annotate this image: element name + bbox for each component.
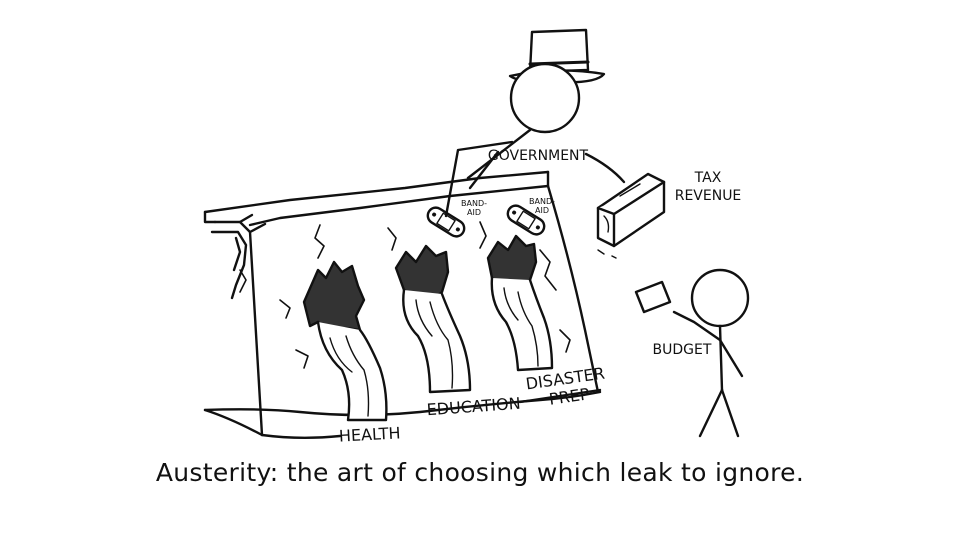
government-figure — [444, 28, 626, 218]
tax-revenue-box — [596, 172, 666, 259]
caption: Austerity: the art of choosing which lea… — [155, 458, 805, 487]
label-budget: BUDGET — [653, 342, 712, 358]
label-bandaid-1a: BAND- — [461, 199, 487, 208]
label-bandaid-2a: BAND- — [529, 197, 555, 206]
bandaid-2 — [506, 204, 546, 236]
label-tax-revenue-1: TAX — [694, 170, 722, 186]
ground-line — [203, 390, 602, 417]
label-tax-revenue-2: REVENUE — [675, 188, 742, 204]
label-bandaid-1b: AID — [467, 208, 481, 217]
dam-cracks — [239, 221, 571, 369]
water-health — [316, 320, 388, 422]
budget-figure — [634, 268, 750, 438]
bandaid-1 — [426, 206, 466, 238]
label-bandaid-2b: AID — [535, 206, 549, 215]
government-head — [509, 62, 581, 134]
label-government: GOVERNMENT — [488, 148, 589, 164]
label-health: HEALTH — [338, 423, 401, 445]
water-education — [402, 288, 472, 394]
dam-wall — [203, 170, 602, 439]
label-education: EDUCATION — [426, 394, 521, 420]
water-disaster — [490, 276, 554, 372]
budget-paper-icon — [634, 280, 672, 314]
hole-health — [302, 260, 366, 336]
